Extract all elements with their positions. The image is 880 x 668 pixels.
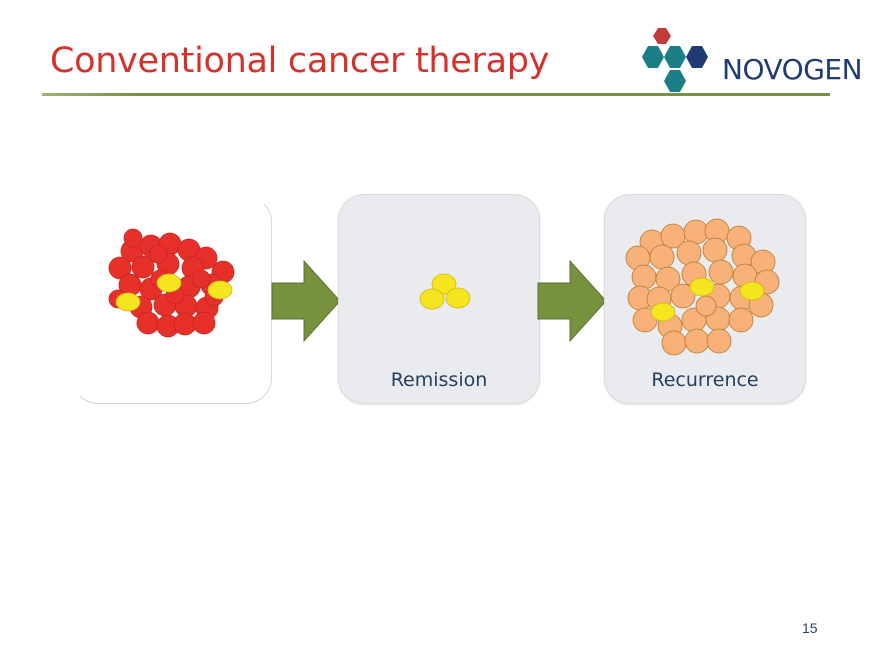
stem-cell [207, 280, 233, 300]
recurrent-cell [684, 328, 710, 354]
panel-remission-label: Remission [390, 369, 488, 391]
recurrent-cell [683, 219, 709, 245]
recurrent-cell [695, 295, 717, 317]
tumor-cell [108, 256, 132, 280]
tumor-cell [191, 269, 211, 289]
recurrent-cell [702, 237, 728, 263]
stem-cell [689, 277, 715, 297]
arrow-shape [271, 259, 341, 343]
logo-hexagon-teal-left [642, 46, 664, 68]
stem-cell [650, 302, 676, 322]
recurrent-cell [670, 283, 696, 309]
recurrent-cell-cluster [625, 218, 780, 356]
recurrent-cell [631, 264, 657, 290]
remaining-stem-cells [419, 273, 471, 310]
logo-wordmark: NOVOGEN [722, 53, 863, 86]
tumor-cell [123, 228, 143, 248]
tumor-cell [131, 255, 155, 279]
recurrent-cell [728, 307, 754, 333]
arrow-shape [537, 259, 607, 343]
recurrent-cell [649, 244, 675, 270]
stem-cell [156, 273, 182, 293]
stem-cell [419, 288, 445, 310]
logo-hexagon-teal-bottom [664, 70, 686, 92]
page-number: 15 [802, 620, 818, 636]
tumor-cell [148, 244, 168, 264]
tumor-cell [136, 311, 160, 335]
recurrent-cell [661, 330, 687, 356]
stem-cell [739, 281, 765, 301]
recurrent-cell [676, 240, 702, 266]
logo-hexagon-red [653, 28, 671, 44]
tumor-cell [192, 311, 216, 335]
stem-cell [431, 273, 457, 295]
arrow-right-icon [271, 259, 341, 343]
arrow-right-icon [537, 259, 607, 343]
stem-cell [115, 292, 141, 312]
stem-cell [445, 287, 471, 309]
slide-title: Conventional cancer therapy [50, 41, 550, 81]
recurrent-cell [706, 328, 732, 354]
title-underline [42, 93, 830, 96]
panel-recurrence-label: Recurrence [651, 369, 759, 391]
logo-hexagon-navy-right [686, 46, 708, 68]
novogen-hexagon-logo-icon [642, 28, 708, 92]
recurrent-cell [708, 259, 734, 285]
tumor-cell-cluster [108, 228, 235, 338]
logo-hexagon-teal-right [664, 46, 686, 68]
